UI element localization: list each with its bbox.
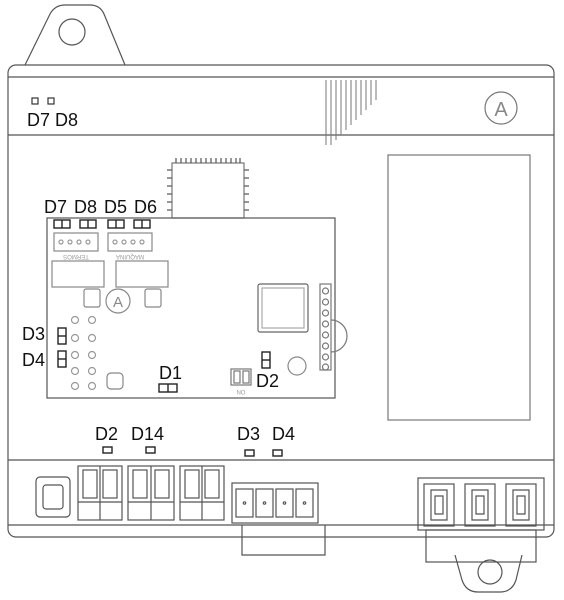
bottom-clip [241, 525, 326, 556]
pcb-board [46, 217, 336, 399]
terminal-block-1 [77, 465, 123, 521]
vent-slots [325, 80, 377, 145]
buzzer [330, 319, 348, 353]
power-terminal-block [417, 477, 545, 563]
brand-logo-letter: A [494, 99, 508, 121]
led-top-left-d7 [31, 97, 39, 105]
brand-logo-circle [484, 91, 518, 125]
pcb-logo-circle [105, 288, 131, 314]
dip-on-silkscreen: ON [237, 388, 246, 394]
four-pin-connector [231, 482, 319, 524]
led-pcb-d5 [107, 219, 125, 229]
led-bottom-d4 [272, 449, 283, 457]
label-bottom-d4: D4 [272, 424, 296, 444]
led-pcb-d7 [53, 219, 71, 229]
label-pcb-d4: D4 [22, 350, 46, 370]
led-pcb-d2 [261, 351, 271, 369]
dip-switch [230, 368, 252, 386]
led-bottom-d2 [102, 446, 113, 454]
maquina-connector-pins [112, 239, 145, 245]
terminal-block-3 [179, 465, 225, 521]
led-top-left-d8 [47, 97, 55, 105]
push-button-housing [35, 476, 71, 518]
reset-button-pcb [106, 372, 124, 390]
label-top-left-leds: D7 D8 [27, 110, 79, 130]
label-pcb-d8: D8 [74, 197, 98, 217]
relay-right [115, 260, 169, 288]
microcontroller-chip [257, 283, 309, 333]
top-mounting-hole [58, 18, 86, 46]
bottom-mounting-tab [454, 554, 523, 593]
regulator-right [144, 288, 162, 308]
termos-silkscreen: TERMOS [63, 253, 89, 259]
bottom-mounting-hole [477, 559, 503, 585]
label-pcb-d5: D5 [104, 197, 128, 217]
maquina-connector [107, 232, 153, 252]
terminal-block-2 [127, 465, 175, 521]
label-pcb-d1: D1 [159, 363, 183, 383]
label-pcb-d7: D7 [44, 197, 68, 217]
label-bottom-d14: D14 [131, 424, 165, 444]
label-pcb-d2: D2 [256, 371, 280, 391]
led-bottom-d3 [244, 449, 255, 457]
led-pcb-d1 [158, 383, 178, 393]
display-window [387, 154, 531, 421]
relay-left [51, 260, 105, 288]
header-pin-holes [321, 287, 330, 371]
top-mounting-tab [24, 4, 126, 66]
label-bottom-d3: D3 [237, 424, 261, 444]
label-bottom-d2: D2 [95, 424, 119, 444]
label-pcb-d3: D3 [22, 324, 46, 344]
maquina-silkscreen: MAQUINA [116, 253, 144, 259]
led-pcb-d6 [133, 219, 151, 229]
led-pcb-d4 [57, 350, 67, 368]
pcb-logo-letter: A [113, 294, 123, 311]
led-pcb-d3 [57, 327, 67, 345]
label-pcb-d6: D6 [134, 197, 158, 217]
led-pcb-d8 [79, 219, 97, 229]
housing-outer [7, 64, 555, 538]
regulator-left [83, 288, 101, 308]
pcb-holes [70, 315, 97, 391]
led-bottom-d14 [145, 446, 156, 454]
wifi-module [167, 158, 249, 219]
termos-connector [53, 232, 99, 252]
capacitor-round [287, 356, 307, 376]
termos-connector-pins [58, 239, 91, 245]
